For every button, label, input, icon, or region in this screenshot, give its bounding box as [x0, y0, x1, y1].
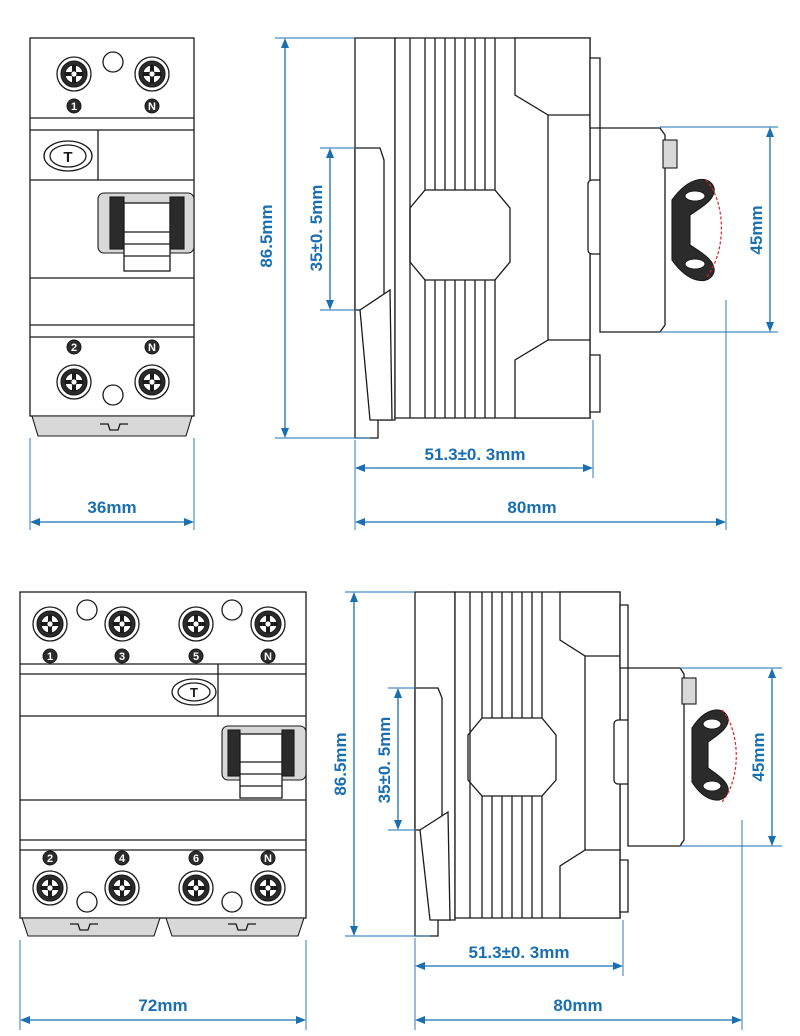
depth-label-single: 51.3±0. 3mm [424, 445, 525, 464]
single-pole-front-view: 1 N T 2 N [29, 37, 195, 437]
toggle-lever[interactable] [97, 192, 195, 272]
svg-text:T: T [63, 149, 72, 166]
terminal-label-n-bottom: N [260, 850, 276, 866]
width-dimension-four: 72mm [19, 940, 307, 1030]
handle-dimension-four: 45mm [680, 667, 782, 847]
rail-label-four: 35±0. 5mm [375, 717, 394, 804]
svg-text:N: N [148, 101, 156, 113]
test-button[interactable]: T [43, 140, 93, 172]
height-dimension-four: 86.5mm [331, 591, 430, 937]
svg-text:4: 4 [119, 853, 126, 865]
terminal-label-n-top: N [260, 648, 276, 664]
svg-text:N: N [148, 342, 156, 354]
svg-text:1: 1 [47, 651, 53, 663]
handle-dimension-single: 45mm [660, 126, 778, 333]
width-label-single: 36mm [87, 498, 136, 517]
depth-dimension-four: 51.3±0. 3mm [414, 920, 624, 1030]
terminal-label-3: 3 [114, 648, 130, 664]
terminal-label-4: 4 [114, 850, 130, 866]
total-depth-dimension-four: 80mm [415, 820, 743, 1030]
svg-text:N: N [264, 853, 272, 865]
terminal-label-2: 2 [66, 339, 82, 355]
total-depth-label-single: 80mm [507, 498, 556, 517]
terminal-label-1: 1 [66, 98, 82, 114]
width-label-four: 72mm [138, 996, 187, 1015]
terminal-label-2: 2 [42, 850, 58, 866]
svg-text:2: 2 [47, 853, 53, 865]
svg-text:3: 3 [119, 651, 125, 663]
depth-label-four: 51.3±0. 3mm [468, 943, 569, 962]
height-dimension-single: 86.5mm [257, 37, 370, 439]
svg-text:6: 6 [193, 853, 199, 865]
svg-text:5: 5 [193, 651, 199, 663]
four-pole-front-view: 1 3 5 N T [19, 591, 307, 937]
single-pole-side-view [354, 37, 722, 439]
handle-label-four: 45mm [749, 732, 768, 781]
height-label-four: 86.5mm [331, 732, 350, 795]
test-button[interactable]: T [171, 678, 217, 706]
handle-label-single: 45mm [747, 205, 766, 254]
total-depth-label-four: 80mm [553, 996, 602, 1015]
rail-dimension-single: 35±0. 5mm [307, 147, 356, 311]
svg-text:1: 1 [71, 101, 77, 113]
width-dimension-single: 36mm [29, 438, 195, 530]
svg-text:2: 2 [71, 342, 77, 354]
rail-label-single: 35±0. 5mm [307, 185, 326, 272]
four-pole-side-view [414, 591, 737, 937]
terminal-label-5: 5 [188, 648, 204, 664]
svg-text:N: N [264, 651, 272, 663]
depth-dimension-single: 51.3±0. 3mm [354, 420, 594, 530]
rail-dimension-four: 35±0. 5mm [375, 687, 416, 831]
total-depth-dimension-single: 80mm [355, 300, 727, 530]
terminal-label-n-bottom: N [144, 339, 160, 355]
svg-text:T: T [190, 685, 198, 700]
terminal-label-n-top: N [144, 98, 160, 114]
height-label-single: 86.5mm [257, 204, 276, 267]
terminal-label-1: 1 [42, 648, 58, 664]
toggle-lever[interactable] [221, 725, 307, 799]
terminal-label-6: 6 [188, 850, 204, 866]
